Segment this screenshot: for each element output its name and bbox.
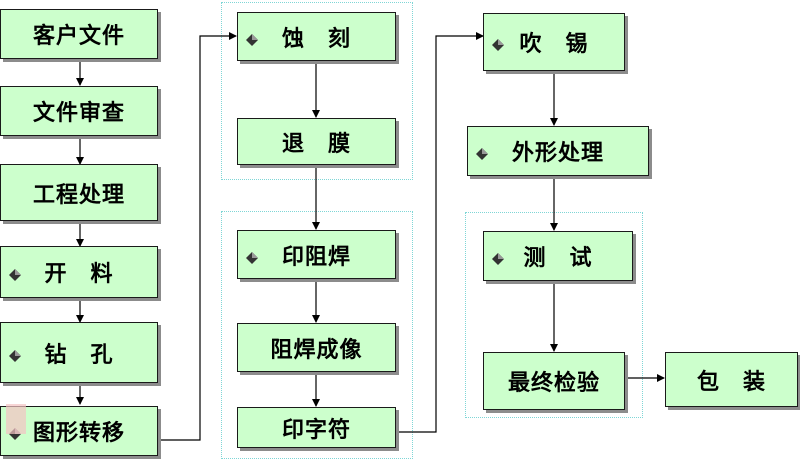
step-label: 开 料 [44, 262, 114, 287]
diamond-bullet-icon [492, 39, 504, 51]
step-label: 测 试 [523, 246, 593, 271]
step-label: 最终检验 [507, 371, 600, 396]
step-label: 包 装 [696, 369, 766, 395]
group-soldermask [221, 211, 413, 459]
step-file-review: 文件审查 [0, 86, 158, 136]
diamond-bullet-icon [9, 269, 21, 281]
arrow-6 [158, 32, 237, 441]
step-label: 文件审查 [32, 101, 125, 126]
step-pattern-transfer: 图形转移 [0, 406, 158, 456]
step-cutting: 开 料 [0, 246, 158, 298]
step-etching: 蚀 刻 [237, 12, 396, 61]
step-legend-print: 印字符 [237, 407, 396, 448]
step-engineering: 工程处理 [0, 164, 158, 221]
step-label: 外形处理 [511, 141, 604, 166]
step-label: 印字符 [281, 417, 351, 443]
step-label: 图形转移 [32, 421, 125, 446]
group-etch [221, 2, 413, 180]
step-drilling: 钻 孔 [0, 322, 158, 383]
step-profiling: 外形处理 [467, 126, 649, 176]
step-stripping: 退 膜 [237, 118, 396, 165]
diamond-bullet-icon [246, 33, 258, 46]
step-solder-mask-imaging: 阻焊成像 [237, 323, 396, 372]
step-label: 蚀 刻 [281, 26, 351, 52]
step-label: 退 膜 [281, 131, 351, 157]
step-label: 工程处理 [32, 182, 125, 208]
step-label: 印阻焊 [281, 244, 351, 270]
logo-watermark [6, 404, 26, 434]
step-customer-files: 客户文件 [0, 9, 158, 59]
step-hot-air-leveling: 吹 锡 [483, 13, 625, 71]
step-testing: 测 试 [483, 231, 633, 281]
step-final-inspection: 最终检验 [483, 352, 625, 410]
step-solder-mask: 印阻焊 [237, 230, 396, 279]
arrow-11 [397, 32, 484, 433]
step-packaging: 包 装 [665, 352, 798, 407]
step-label: 客户文件 [32, 24, 125, 49]
step-label: 阻焊成像 [270, 337, 363, 363]
diamond-bullet-icon [9, 349, 21, 362]
step-label: 吹 锡 [519, 32, 589, 57]
diamond-bullet-icon [492, 253, 504, 265]
step-label: 钻 孔 [44, 342, 114, 368]
diamond-bullet-icon [476, 148, 488, 160]
diamond-bullet-icon [246, 251, 258, 264]
